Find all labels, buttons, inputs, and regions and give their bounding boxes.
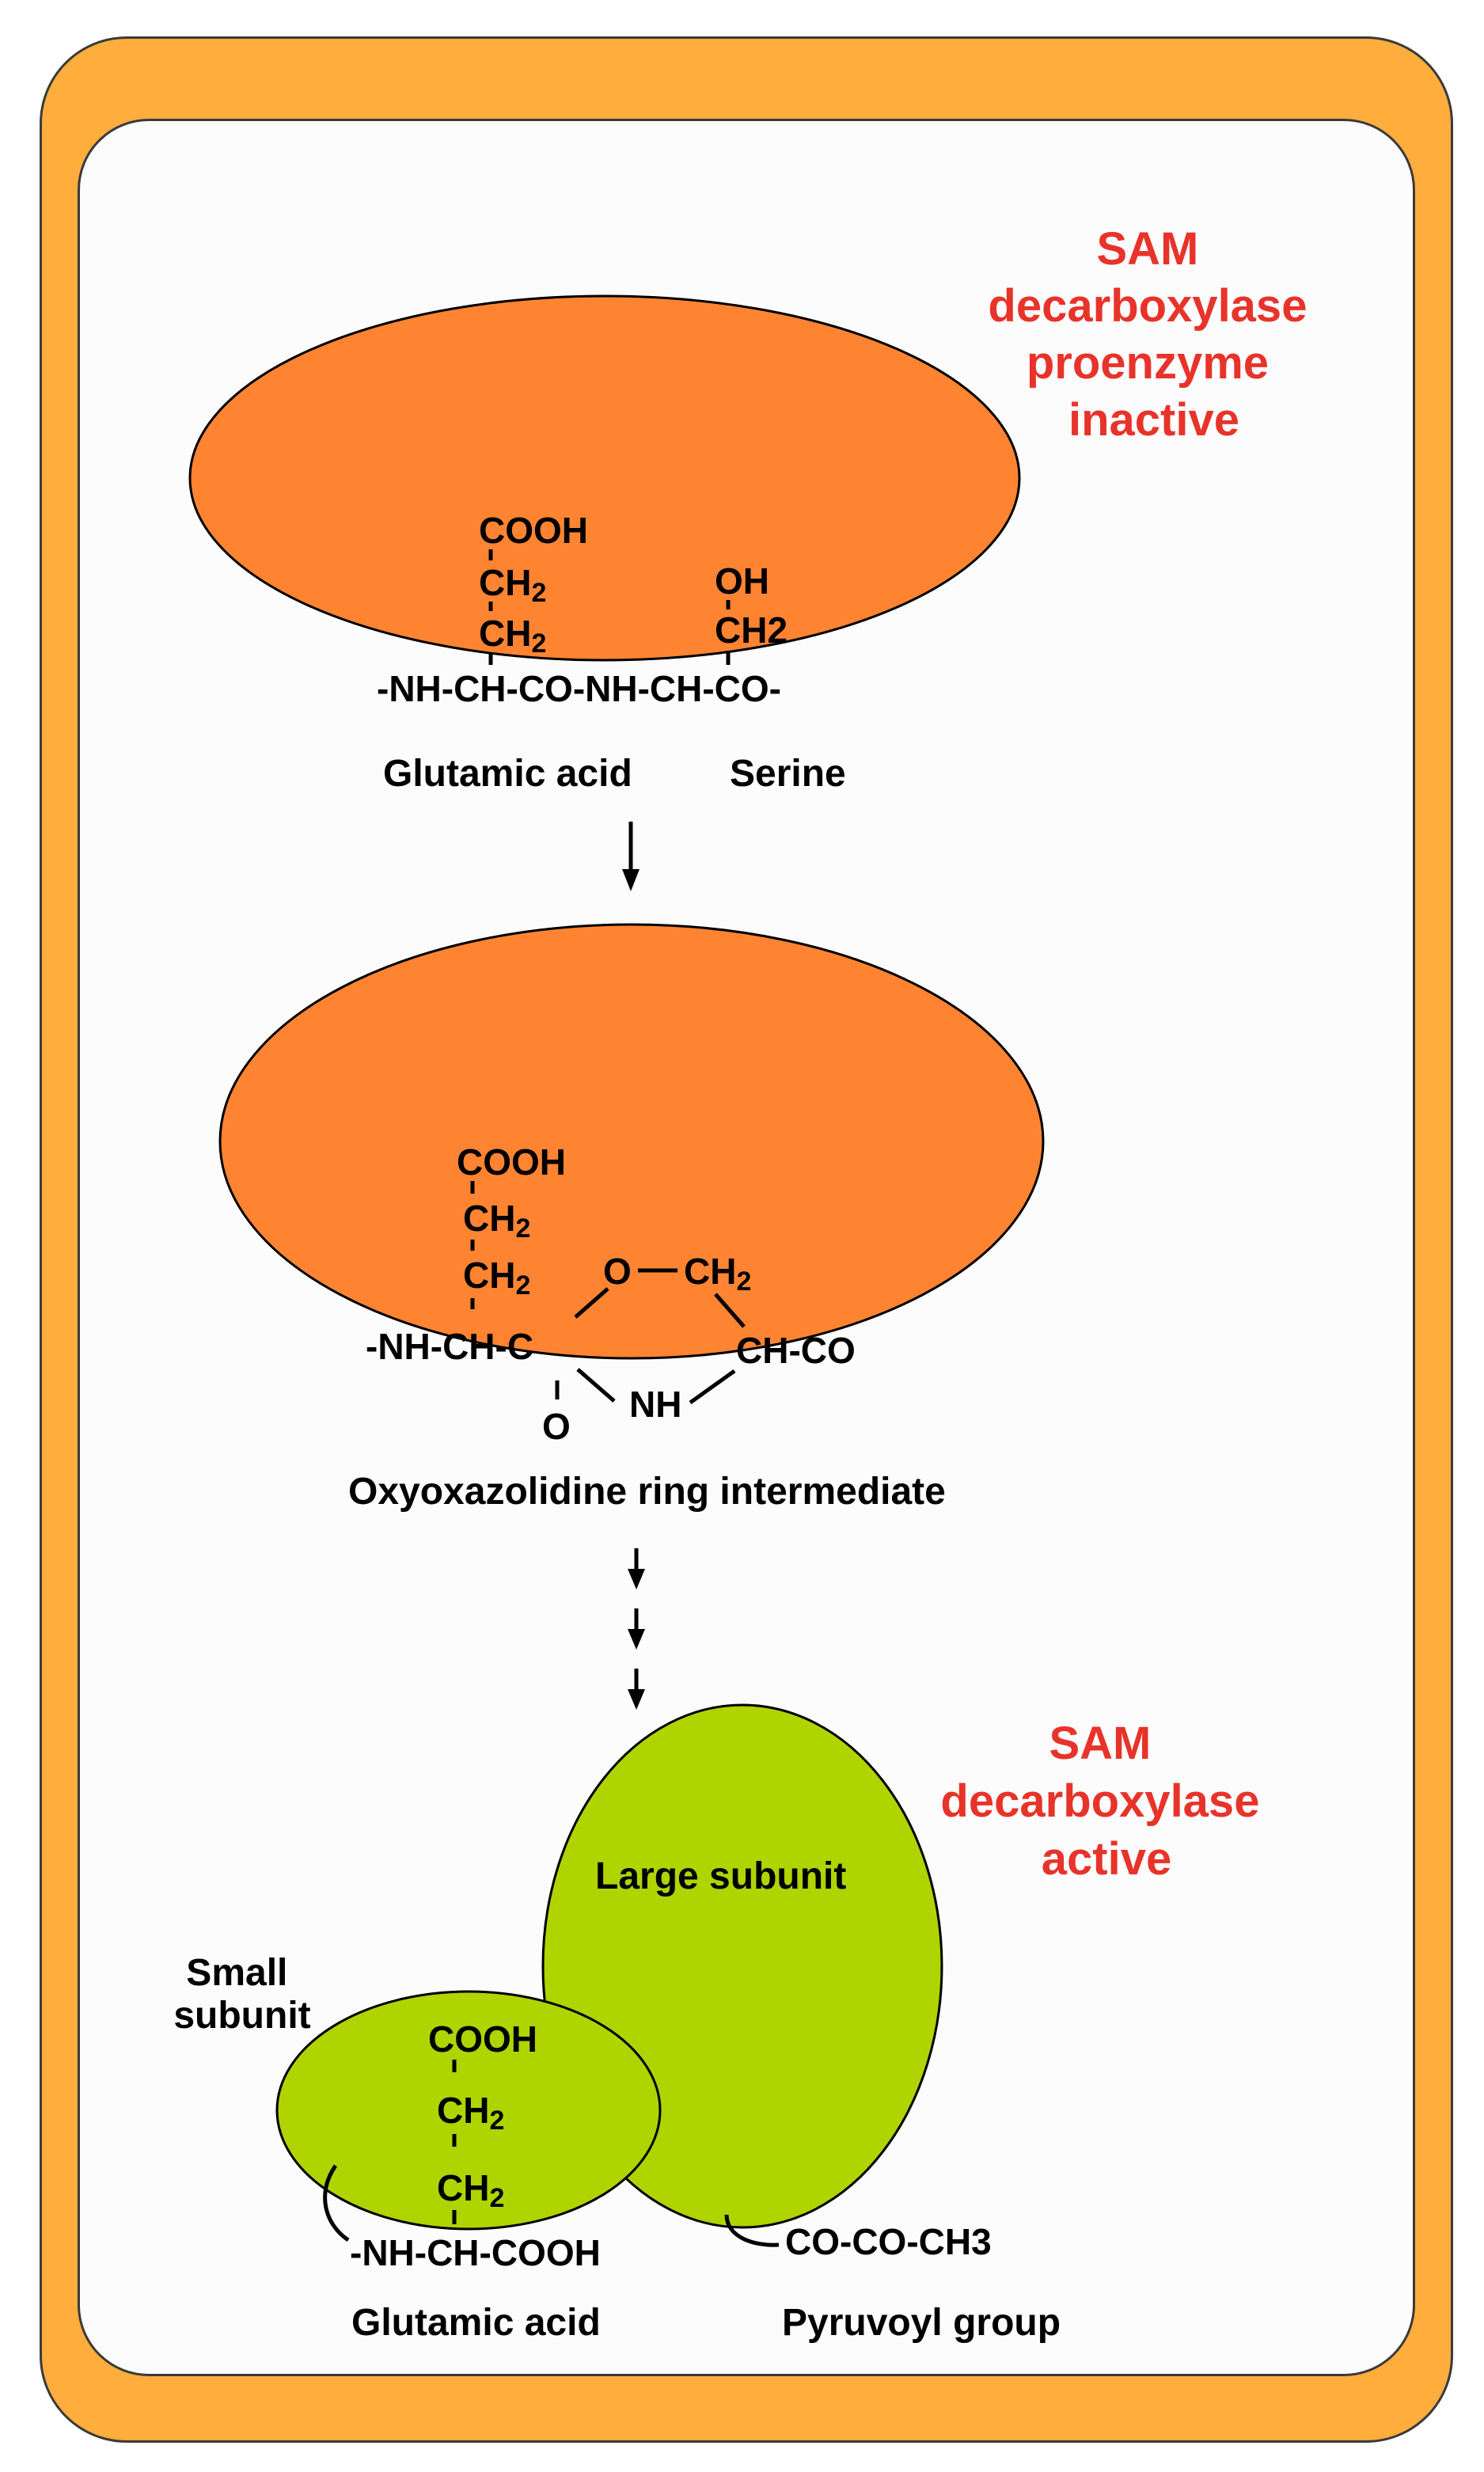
active-title: SAM decarboxylase active: [940, 1718, 1272, 1885]
int-ch2-a: CH2: [463, 1198, 530, 1244]
act-backbone: -NH-CH-COOH: [350, 2232, 601, 2273]
inactive-backbone: -NH-CH-CO-NH-CH-CO-: [377, 668, 781, 709]
inactive-title: SAM decarboxylase proenzyme inactive: [988, 223, 1319, 446]
int-ch-co: CH-CO: [736, 1330, 856, 1371]
int-nh: NH: [629, 1384, 681, 1425]
small-subunit-label: Small subunit: [173, 1952, 310, 2037]
act-ch2-a: CH2: [437, 2090, 504, 2136]
label-glutamic-acid-2: Glutamic acid: [351, 2302, 601, 2344]
glu-ch2-a: CH2: [479, 562, 546, 608]
int-bond-ch2-ch: [714, 1293, 746, 1328]
act-cooh: COOH: [428, 2018, 537, 2060]
label-pyruvoyl-group: Pyruvoyl group: [782, 2302, 1061, 2344]
int-bond-nh-ch: [689, 1369, 736, 1405]
pyruvoyl-formula: CO-CO-CH3: [785, 2221, 992, 2262]
proenzyme-ellipse: [188, 294, 1021, 662]
intermediate-ellipse: [218, 923, 1045, 1360]
label-glutamic-acid-1: Glutamic acid: [383, 753, 632, 795]
reaction-arrow-3: [628, 1608, 645, 1650]
ser-oh: OH: [715, 560, 769, 602]
reaction-arrow-4: [628, 1669, 645, 1710]
reaction-arrow-1: [622, 822, 640, 891]
glu-cooh: COOH: [479, 510, 588, 551]
ser-ch2: CH2: [715, 609, 788, 651]
int-ring-ch2: CH2: [684, 1251, 751, 1297]
int-o-bottom: O: [542, 1406, 571, 1447]
small-subunit-ellipse: [275, 1990, 662, 2231]
small-subunit-link: [323, 2164, 350, 2242]
pyruvoyl-link: [724, 2214, 780, 2247]
int-backbone: -NH-CH-C: [366, 1326, 533, 1367]
reaction-arrow-2: [628, 1548, 645, 1589]
large-subunit-label: Large subunit: [595, 1855, 846, 1897]
int-ring-oxygen: O: [603, 1251, 632, 1292]
label-intermediate: Oxyoxazolidine ring intermediate: [348, 1471, 946, 1513]
int-cooh: COOH: [457, 1141, 566, 1183]
glu-ch2-b: CH2: [479, 613, 546, 659]
act-ch2-b: CH2: [437, 2167, 504, 2213]
int-ch2-b: CH2: [463, 1255, 530, 1301]
int-bond-c-nh: [576, 1368, 616, 1403]
label-serine: Serine: [730, 753, 846, 795]
int-bond-c-o: [574, 1287, 609, 1319]
